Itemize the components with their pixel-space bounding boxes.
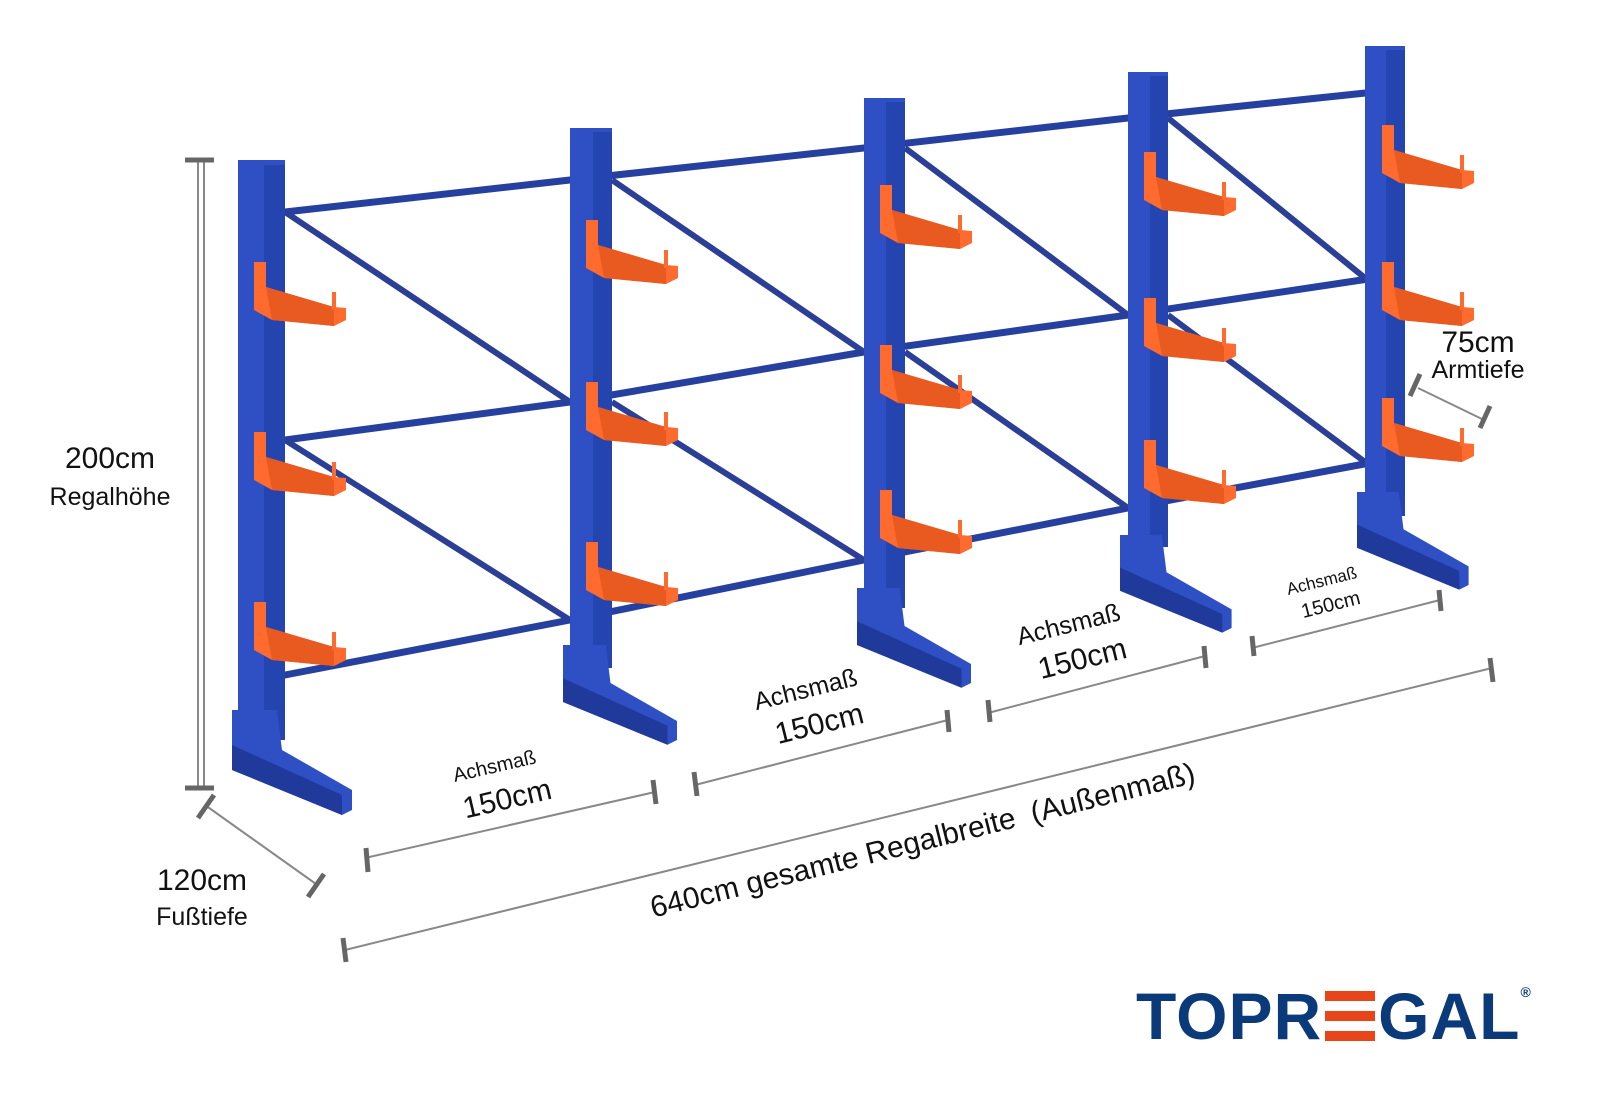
bay-3-label: Achsmaß 150cm <box>1014 598 1130 685</box>
bay-1-label: Achsmaß 150cm <box>451 746 555 825</box>
horizontal-beams <box>281 88 1379 679</box>
foot-depth-label: Fußtiefe <box>156 903 248 931</box>
arm-depth-value: 75cm <box>1441 326 1514 359</box>
logo-e-mark <box>1325 991 1376 1041</box>
bay-4-label: Achsmaß 150cm <box>1285 563 1363 623</box>
height-value: 200cm <box>65 442 155 475</box>
height-label: Regalhöhe <box>50 483 171 511</box>
registered-mark: ® <box>1520 984 1532 1000</box>
total-width-label: 640cm gesamte Regalbreite (Außenmaß) <box>647 757 1199 925</box>
bay-2-label: Achsmaß 150cm <box>751 663 867 750</box>
logo-part-1: TOPR <box>1136 979 1323 1053</box>
foot-depth-value: 120cm <box>157 864 247 897</box>
logo-part-2: GAL <box>1378 979 1521 1053</box>
arm-depth-label: Armtiefe <box>1431 356 1524 384</box>
dimension-lines <box>185 157 1496 963</box>
topregal-logo: TOPR GAL ® <box>1136 978 1532 1054</box>
